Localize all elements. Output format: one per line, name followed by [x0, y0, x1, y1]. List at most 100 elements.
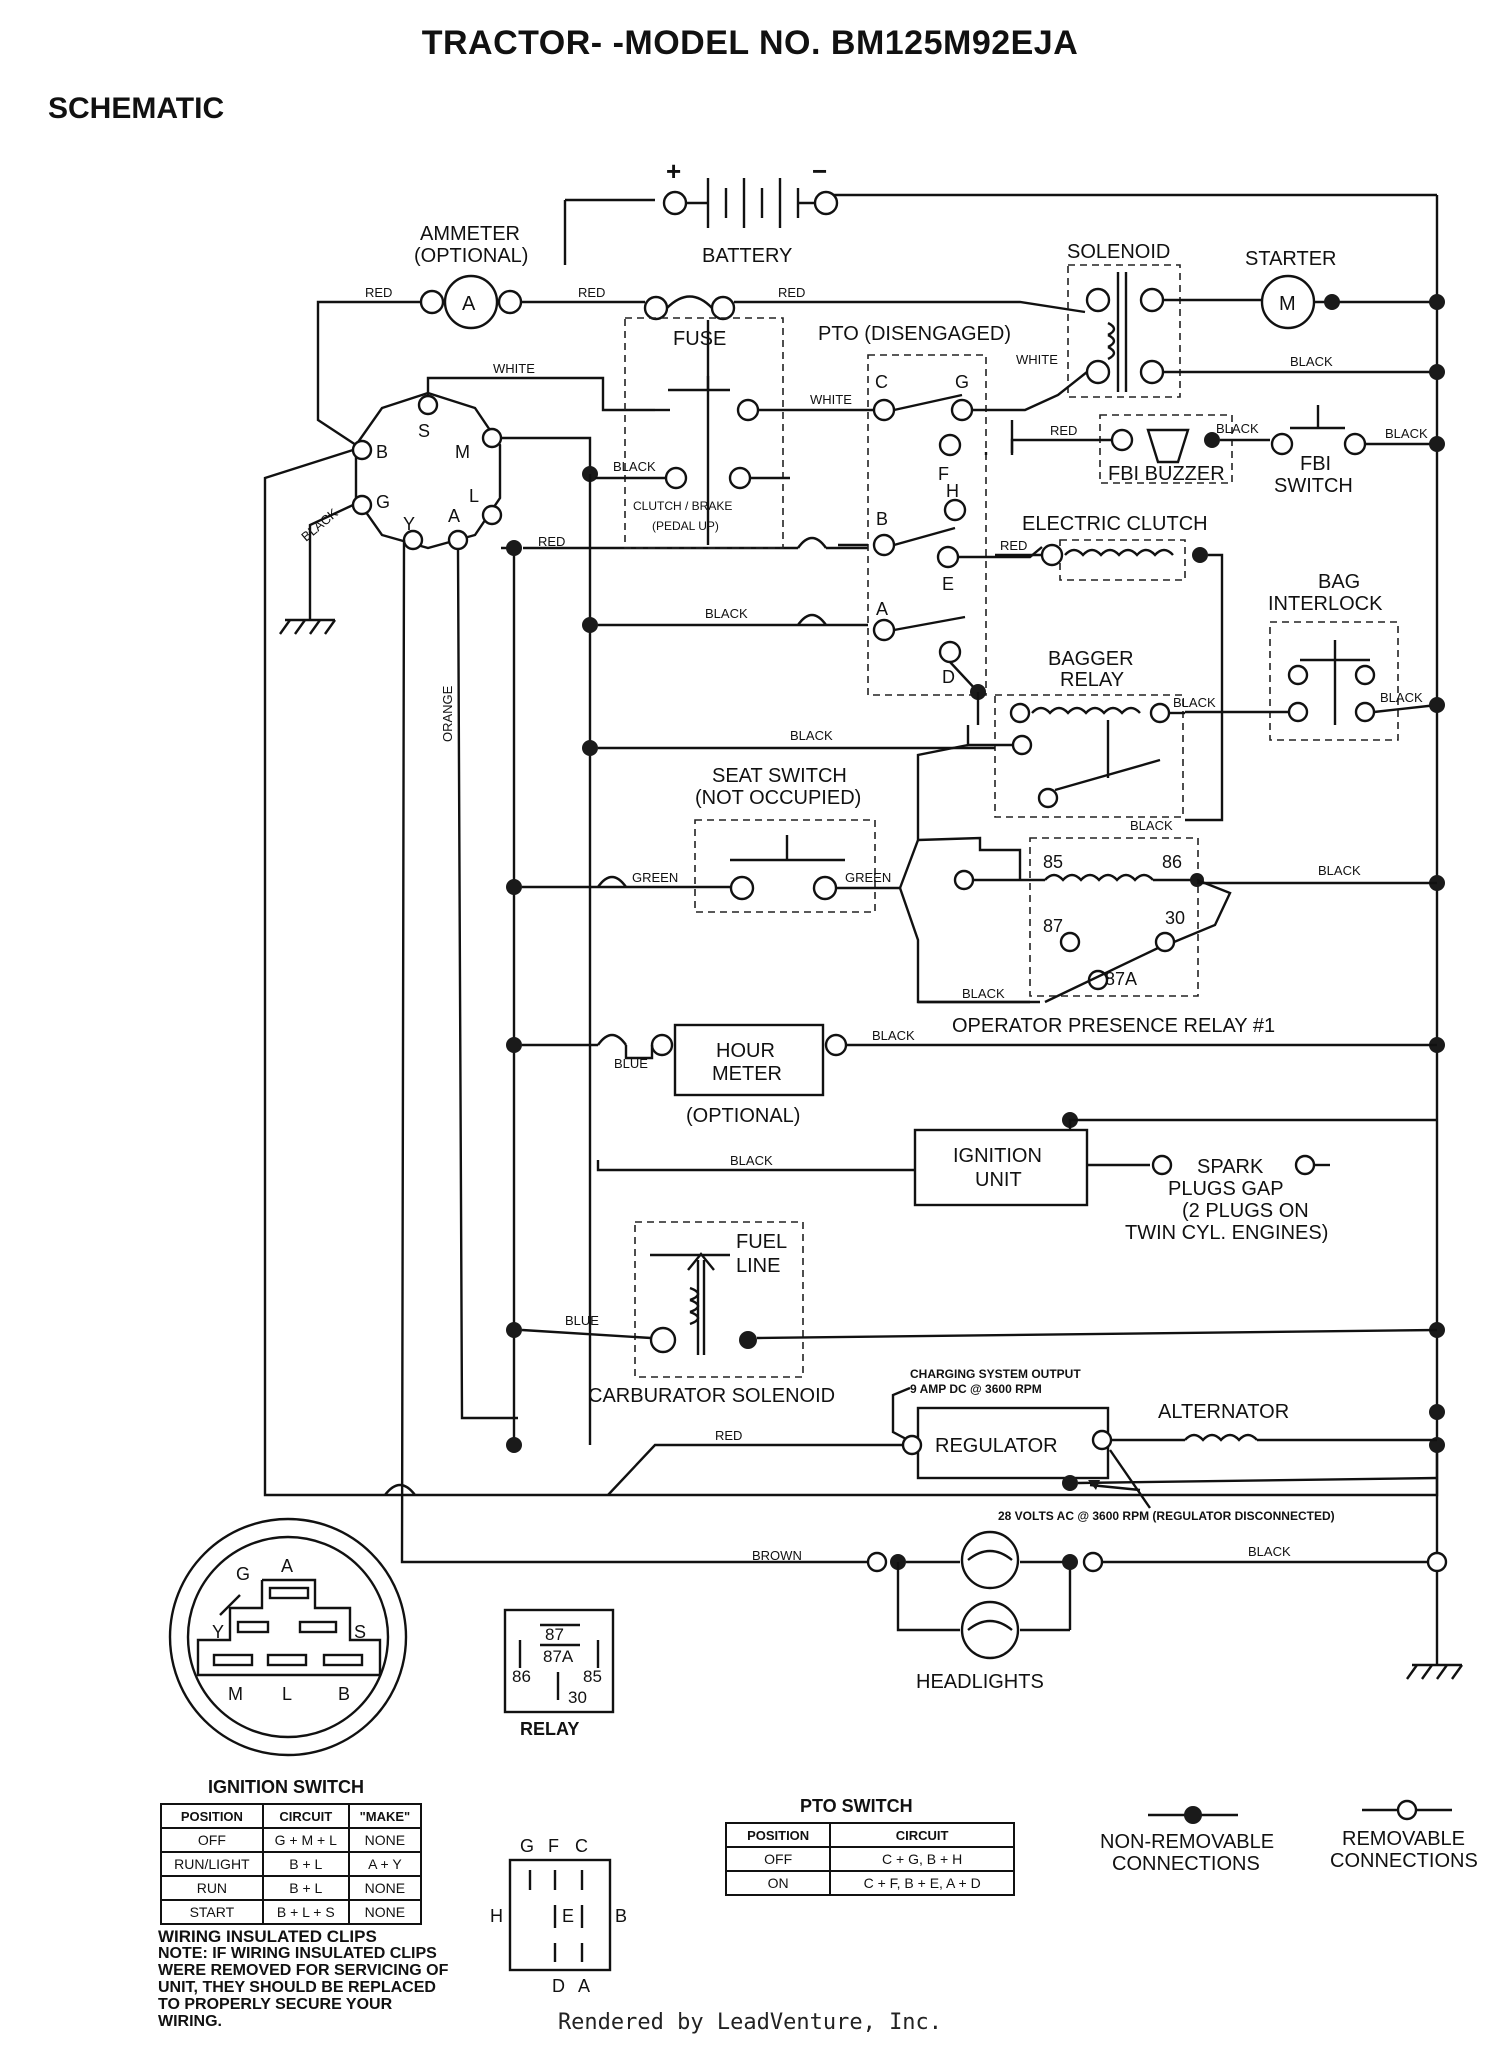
- hour-meter-optional-label: (OPTIONAL): [686, 1105, 800, 1127]
- footer-credit: Rendered by LeadVenture, Inc.: [557, 2010, 943, 2035]
- ign-icon-m: M: [228, 1684, 243, 1704]
- charging-label-1: CHARGING SYSTEM OUTPUT: [910, 1367, 1081, 1381]
- wire-label-black-gnd: BLACK: [298, 505, 341, 544]
- wire-label-red-2: RED: [578, 285, 605, 300]
- pto-label: PTO (DISENGAGED): [818, 323, 1011, 345]
- seat-switch-label-1: SEAT SWITCH: [712, 765, 847, 787]
- table-cell: NONE: [347, 1827, 423, 1853]
- wire-label-black-a: BLACK: [705, 606, 748, 621]
- wire-label-black-fbisw: BLACK: [1385, 426, 1428, 441]
- ign-col-position: POSITION: [160, 1803, 264, 1829]
- ignition-switch-table: POSITION CIRCUIT "MAKE" OFF G + M + L NO…: [160, 1803, 423, 1925]
- wire-label-green-1: GREEN: [632, 870, 678, 885]
- pto-icon-a: A: [578, 1976, 590, 1996]
- spark-label-1: SPARK: [1197, 1156, 1264, 1178]
- seat-switch: SEAT SWITCH (NOT OCCUPIED) GREEN GREEN: [522, 743, 1040, 1004]
- volts-ac-label: 28 VOLTS AC @ 3600 RPM (REGULATOR DISCON…: [998, 1509, 1335, 1523]
- ignition-unit: IGNITION UNIT BLACK SPARK PLUGS GAP (2 P…: [596, 1112, 1437, 1244]
- op-relay-pin-87: 87: [1043, 916, 1063, 936]
- pto-pin-g: G: [955, 372, 969, 392]
- bagger-relay-label-1: BAGGER: [1048, 648, 1134, 670]
- headlights: BROWN BLACK HEADLIGHTS: [752, 1530, 1448, 1693]
- ign-icon-a: A: [281, 1556, 293, 1576]
- wire-label-red-1: RED: [365, 285, 392, 300]
- relay-icon-30: 30: [568, 1688, 587, 1707]
- ign-term-m: M: [455, 442, 470, 462]
- pto-pin-h: H: [946, 481, 959, 501]
- wire-label-red-ign: RED: [538, 534, 565, 549]
- clutch-brake-label: CLUTCH / BRAKE: [633, 499, 732, 513]
- starter-motor: STARTER M: [1245, 248, 1437, 330]
- pto-switch-table: POSITION CIRCUIT OFF C + G, B + H ON C +…: [724, 1822, 1015, 1896]
- fbi-buzzer: FBI BUZZER RED BLACK: [1010, 414, 1270, 485]
- table-row: RUN B + L NONE: [160, 1875, 423, 1901]
- wire-label-red-fbi: RED: [1050, 423, 1077, 438]
- wire-label-red-reg: RED: [715, 1428, 742, 1443]
- ign-term-y: Y: [403, 514, 415, 534]
- ign-icon-y: Y: [212, 1622, 224, 1642]
- table-row: START B + L + S NONE: [160, 1899, 423, 1925]
- op-relay-label: OPERATOR PRESENCE RELAY #1: [952, 1015, 1275, 1037]
- pto-icon-c: C: [575, 1836, 588, 1856]
- bag-interlock: BAG INTERLOCK BLACK: [1185, 571, 1438, 741]
- carb-label: CARBURATOR SOLENOID: [588, 1385, 835, 1407]
- ign-term-a: A: [448, 506, 460, 526]
- ign-term-l: L: [469, 486, 479, 506]
- clutch-brake-switch: WHITE BLACK CLUTCH / BRAKE (PEDAL UP): [595, 317, 875, 549]
- seat-switch-label-2: (NOT OCCUPIED): [695, 787, 861, 809]
- ground-rail-right: [563, 193, 1439, 1652]
- ign-term-s: S: [418, 421, 430, 441]
- table-cell: A + Y: [347, 1851, 423, 1877]
- op-relay-pin-87a: 87A: [1105, 969, 1137, 989]
- pto-pin-b: B: [876, 509, 888, 529]
- wire-label-black-br-in: BLACK: [790, 728, 833, 743]
- ign-icon-s: S: [354, 1622, 366, 1642]
- ign-col-make: "MAKE": [347, 1803, 423, 1829]
- wire-label-blue-hm: BLUE: [614, 1056, 648, 1071]
- fuel-label-1: FUEL: [736, 1231, 787, 1253]
- fuse-label: FUSE: [673, 328, 726, 350]
- headlights-label: HEADLIGHTS: [916, 1671, 1044, 1693]
- op-relay-pin-86: 86: [1162, 852, 1182, 872]
- table-cell: NONE: [347, 1875, 423, 1901]
- wire-label-black-op: BLACK: [1318, 863, 1361, 878]
- spark-label-3: (2 PLUGS ON: [1182, 1200, 1309, 1222]
- ign-icon-l: L: [282, 1684, 292, 1704]
- ammeter-label: AMMETER: [420, 223, 520, 245]
- wire-label-black-sol: BLACK: [1290, 354, 1333, 369]
- wire-label-black-hm: BLACK: [872, 1028, 915, 1043]
- starter-letter: M: [1279, 293, 1296, 315]
- legend-non-removable-2: CONNECTIONS: [1112, 1853, 1260, 1875]
- solenoid-label: SOLENOID: [1067, 241, 1170, 263]
- ignition-unit-label-2: UNIT: [975, 1169, 1022, 1191]
- pto-icon-h: H: [490, 1906, 503, 1926]
- note-heading: WIRING INSULATED CLIPS: [158, 1927, 377, 1946]
- ammeter-letter: A: [462, 293, 476, 315]
- table-cell: C + G, B + H: [829, 1846, 1015, 1872]
- ammeter: A AMMETER (OPTIONAL): [414, 223, 528, 330]
- wire-label-black-op2: BLACK: [962, 986, 1005, 1001]
- wire-label-black-cb: BLACK: [613, 459, 656, 474]
- fbi-switch-label-2: SWITCH: [1274, 475, 1353, 497]
- alternator-label: ALTERNATOR: [1158, 1401, 1289, 1423]
- operator-presence-relay: 85 86 87 30 87A BLACK BLACK OPERATOR PRE…: [917, 836, 1437, 1037]
- wire-label-white-ign: WHITE: [493, 361, 535, 376]
- note-text: NOTE: IF WIRING INSULATED CLIPS WERE REM…: [158, 1945, 449, 2030]
- table-cell: C + F, B + E, A + D: [829, 1870, 1015, 1896]
- ign-icon-b: B: [338, 1684, 350, 1704]
- electric-clutch: ELECTRIC CLUTCH RED: [995, 513, 1224, 822]
- pto-col-circuit: CIRCUIT: [829, 1822, 1015, 1848]
- ignition-table-caption: IGNITION SWITCH: [208, 1777, 364, 1797]
- table-cell: OFF: [160, 1827, 264, 1853]
- table-cell: OFF: [724, 1846, 832, 1872]
- wire-label-white-pto: WHITE: [810, 392, 852, 407]
- hour-meter-label-1: HOUR: [716, 1040, 775, 1062]
- fbi-switch: FBI SWITCH BLACK: [1270, 405, 1437, 497]
- table-row: OFF G + M + L NONE: [160, 1827, 423, 1853]
- spark-label-4: TWIN CYL. ENGINES): [1125, 1222, 1328, 1244]
- ign-icon-g: G: [236, 1564, 250, 1584]
- wire-label-green-2: GREEN: [845, 870, 891, 885]
- pto-switch: PTO (DISENGAGED) C G F H B E A D WHITE: [818, 323, 1088, 725]
- table-cell: G + M + L: [261, 1827, 350, 1853]
